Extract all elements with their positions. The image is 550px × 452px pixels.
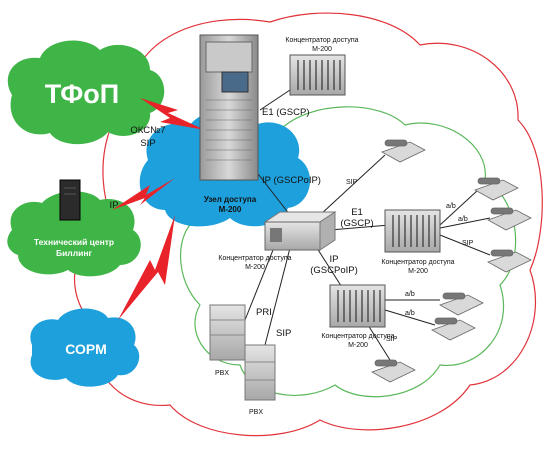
ip-right-label-2: (GSCPoIP) <box>310 265 358 276</box>
conc-top-label-1: Концентратор доступа <box>285 37 358 44</box>
phone-icon <box>487 249 532 273</box>
concentrator-top <box>289 54 346 96</box>
ip-gscpoip-mid-label: IP (GSCPoIP) <box>262 175 321 186</box>
pbx-1 <box>209 304 246 361</box>
phone-icon <box>487 207 532 231</box>
pri-label: PRI <box>256 307 272 318</box>
ab-label-3: a/b <box>405 291 415 298</box>
phone-icon <box>371 359 416 383</box>
ip-right-label-1: IP <box>330 254 339 265</box>
pstn-cloud <box>7 40 165 145</box>
sip-bottom-label: SIP <box>386 336 398 343</box>
ab-label-4: a/b <box>405 310 415 317</box>
conc-mid-label-1: Концентратор доступа <box>218 255 291 262</box>
tech-center-label-1: Технический центр <box>34 237 114 247</box>
tech-center-label-2: Биллинг <box>56 248 92 258</box>
lightning-tech <box>112 178 175 210</box>
access-node-label-1: Узел доступа <box>204 195 257 204</box>
ip-tech-label: IP <box>110 200 119 211</box>
phone-icon <box>431 317 476 341</box>
tech-center-cloud <box>7 191 141 277</box>
ab-label-2: a/b <box>458 216 468 223</box>
pstn-label: ТФоП <box>45 79 119 109</box>
sorm-cloud <box>30 308 140 387</box>
oks7-label: ОКС№7 <box>130 125 165 136</box>
lightning-sorm <box>118 215 175 320</box>
sip-pbx-label: SIP <box>276 328 291 339</box>
phone-icon <box>474 177 519 201</box>
concentrator-bottom <box>329 284 386 328</box>
sip-right-label: SIP <box>462 240 474 247</box>
pbx-2 <box>244 344 276 401</box>
phone-icons <box>371 139 532 383</box>
conc-top-label-2: М-200 <box>312 46 332 53</box>
pbx-2-label: PBX <box>249 409 263 416</box>
sip-phone1-label: SIP <box>346 179 358 186</box>
e1-right-label-1: E1 <box>351 207 363 218</box>
concentrator-mid <box>263 211 337 251</box>
conc-bottom-label-1: Концентратор доступа <box>321 333 394 340</box>
access-node-rack <box>199 34 259 181</box>
access-node-label-2: М-200 <box>219 205 242 214</box>
sip-pstn-label: SIP <box>140 138 155 149</box>
conc-bottom-label-2: М-200 <box>348 342 368 349</box>
concentrator-right <box>384 209 441 253</box>
server-tower <box>59 179 81 221</box>
conc-mid-label-2: М-200 <box>245 264 265 271</box>
conc-right-label-2: М-200 <box>408 268 428 275</box>
connection-lines <box>244 89 491 361</box>
sorm-label: СОРМ <box>65 341 106 357</box>
phone-icon <box>439 292 484 316</box>
e1-right-label-2: (GSCP) <box>340 218 373 229</box>
conc-right-label-1: Концентратор доступа <box>381 259 454 266</box>
lightning-pstn <box>140 98 205 130</box>
pbx-1-label: PBX <box>215 370 229 377</box>
e1-top-label: E1 (GSCP) <box>262 107 310 118</box>
phone-icon <box>381 139 426 163</box>
ab-label-1: a/b <box>446 203 456 210</box>
access-network-outline <box>179 106 517 398</box>
